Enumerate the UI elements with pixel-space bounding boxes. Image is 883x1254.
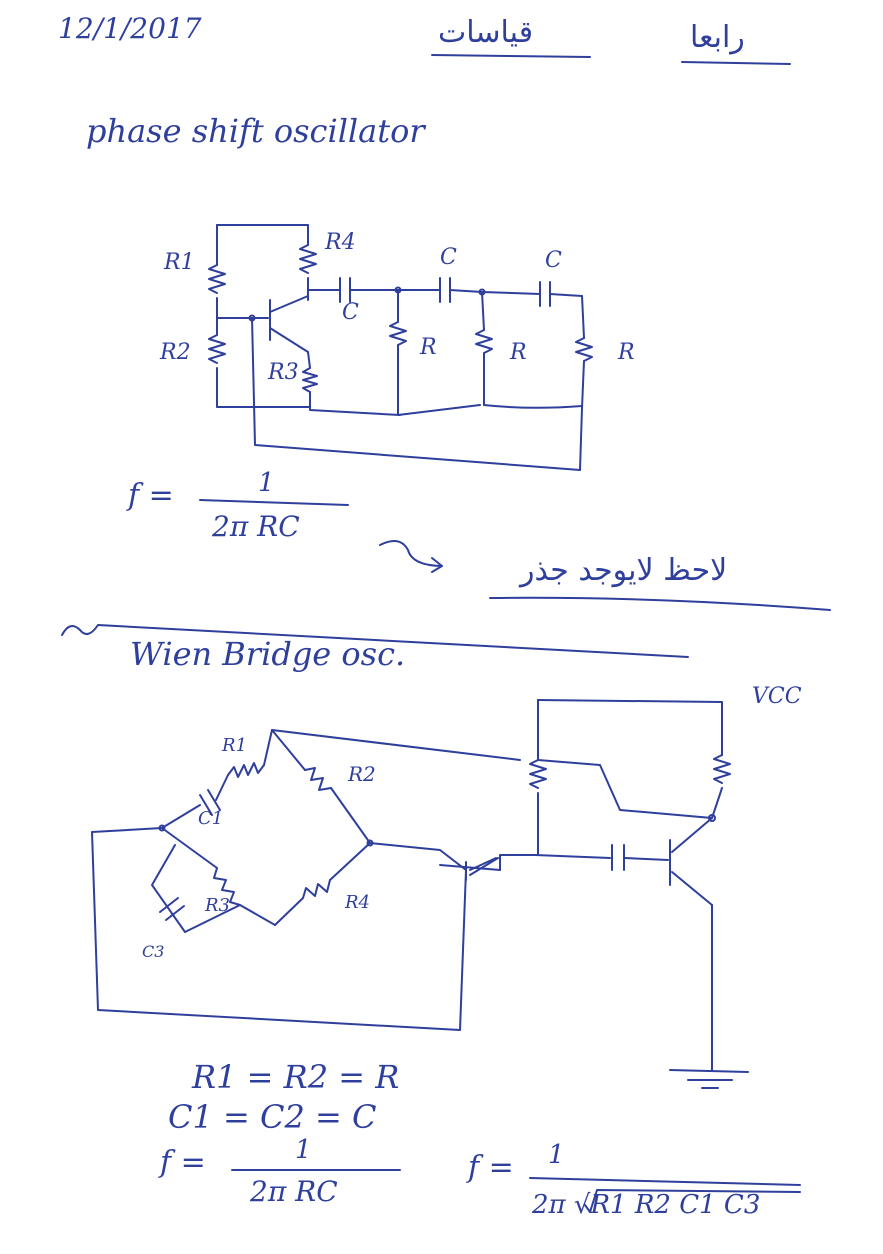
- arabic-subject-underline: [431, 54, 591, 58]
- arrow-icon: [379, 540, 443, 573]
- label-c-left: C: [342, 300, 359, 325]
- arabic-lecture: رابعا: [690, 20, 745, 55]
- wien-collector-resistor-left: [529, 759, 547, 789]
- label-r-b: R: [510, 340, 527, 365]
- wien-r2-resistor-symbol: [304, 767, 332, 791]
- wien-r1-resistor-symbol: [227, 762, 265, 778]
- label-r4: R4: [325, 230, 356, 255]
- label-wien-r3: R3: [205, 895, 231, 916]
- r3-resistor-symbol: [302, 367, 318, 393]
- shunt-r-c-symbol: [575, 337, 593, 362]
- transistor-symbol: [269, 295, 309, 353]
- section-divider: [61, 624, 689, 658]
- label-r-a: R: [420, 335, 437, 360]
- wien-r4-resistor-symbol: [302, 879, 331, 899]
- wien-bridge-circuit: [91, 699, 749, 1089]
- arabic-note: لاحظ لايوجد جذر: [520, 553, 728, 588]
- formula1-lhs: f =: [128, 478, 174, 513]
- formula3-lhs: f =: [468, 1150, 514, 1185]
- wien-r3-resistor-symbol: [213, 867, 241, 906]
- formula1-denominator: 2π RC: [212, 510, 300, 543]
- wien-transistor-symbol: [439, 857, 501, 881]
- label-c3: C3: [142, 942, 165, 961]
- label-wien-r1: R1: [222, 735, 248, 756]
- formula2-numerator: 1: [295, 1135, 312, 1165]
- phase-shift-title: phase shift oscillator: [86, 112, 425, 150]
- label-r2: R2: [160, 340, 191, 365]
- fraction-bar-3: [529, 1177, 801, 1186]
- label-wien-r2: R2: [348, 762, 376, 786]
- note-underline: [489, 596, 831, 611]
- arabic-lecture-underline: [681, 61, 791, 65]
- r1-resistor-symbol: [208, 264, 226, 294]
- c1-capacitor-symbol: [199, 789, 221, 816]
- shunt-r-a-symbol: [389, 321, 407, 346]
- phase-shift-circuit: [208, 224, 593, 471]
- capacitor-c3-symbol: [539, 281, 551, 307]
- wien-collector-resistor-right: [713, 754, 731, 784]
- equality-line1: R1 = R2 = R: [192, 1058, 400, 1096]
- label-wien-r4: R4: [345, 892, 371, 913]
- equality-line2: C1 = C2 = C: [168, 1098, 377, 1136]
- label-c-right: C: [545, 248, 562, 273]
- r2-resistor-symbol: [208, 334, 226, 364]
- label-vcc: VCC: [752, 684, 802, 709]
- label-c-mid: C: [440, 245, 457, 270]
- capacitor-c2-symbol: [439, 277, 451, 303]
- label-c1: C1: [198, 808, 224, 829]
- label-r1: R1: [164, 250, 195, 275]
- formula1-numerator: 1: [258, 468, 275, 498]
- sqrt-icon: [584, 1189, 801, 1213]
- capacitor-c1-symbol: [339, 277, 351, 303]
- formula2-denominator: 2π RC: [250, 1175, 338, 1208]
- formula3-numerator: 1: [548, 1140, 565, 1170]
- formula2-lhs: f =: [160, 1145, 206, 1180]
- c3-capacitor-symbol: [159, 897, 185, 921]
- label-r3: R3: [268, 360, 299, 385]
- ground-icon: [669, 1069, 749, 1089]
- fraction-bar-1: [199, 499, 349, 506]
- r4-resistor-symbol: [299, 244, 317, 274]
- arabic-subject: قياسات: [438, 15, 534, 50]
- formula3-denominator: 2π √R1 R2 C1 C3: [532, 1190, 761, 1220]
- wien-transistor2-symbol: [669, 817, 713, 906]
- coupling-capacitor-symbol: [611, 844, 625, 871]
- wien-bridge-title: Wien Bridge osc.: [130, 635, 406, 673]
- date: 12/1/2017: [58, 12, 202, 45]
- label-r-c: R: [618, 340, 635, 365]
- shunt-r-b-symbol: [475, 329, 493, 354]
